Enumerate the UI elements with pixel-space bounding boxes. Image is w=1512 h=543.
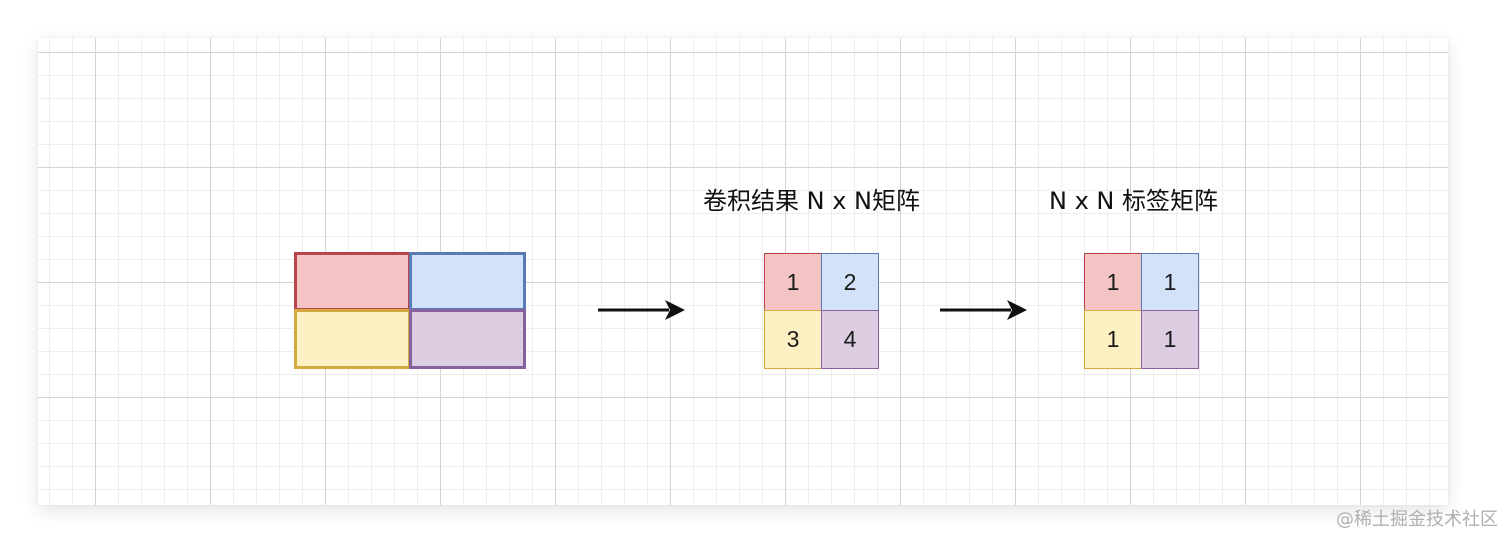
label-cell: 1 (1084, 310, 1142, 369)
conv-cell: 1 (764, 253, 822, 311)
conv-result-title: 卷积结果 N x N矩阵 (703, 187, 920, 215)
watermark: @稀土掘金技术社区 (1336, 509, 1498, 530)
label-cell: 1 (1141, 253, 1199, 311)
conv-cell: 2 (821, 253, 879, 311)
source-cell-purple (409, 309, 526, 369)
label-matrix-title: N x N 标签矩阵 (1049, 187, 1218, 215)
conv-cell: 3 (764, 310, 822, 369)
source-cell-yellow (294, 309, 411, 369)
arrow-right-icon (940, 300, 1027, 320)
source-cell-red (294, 252, 411, 311)
label-cell: 1 (1141, 310, 1199, 369)
label-cell: 1 (1084, 253, 1142, 311)
arrow-right-icon (598, 300, 685, 320)
conv-cell: 4 (821, 310, 879, 369)
grid-canvas (38, 38, 1448, 505)
source-cell-blue (409, 252, 526, 311)
